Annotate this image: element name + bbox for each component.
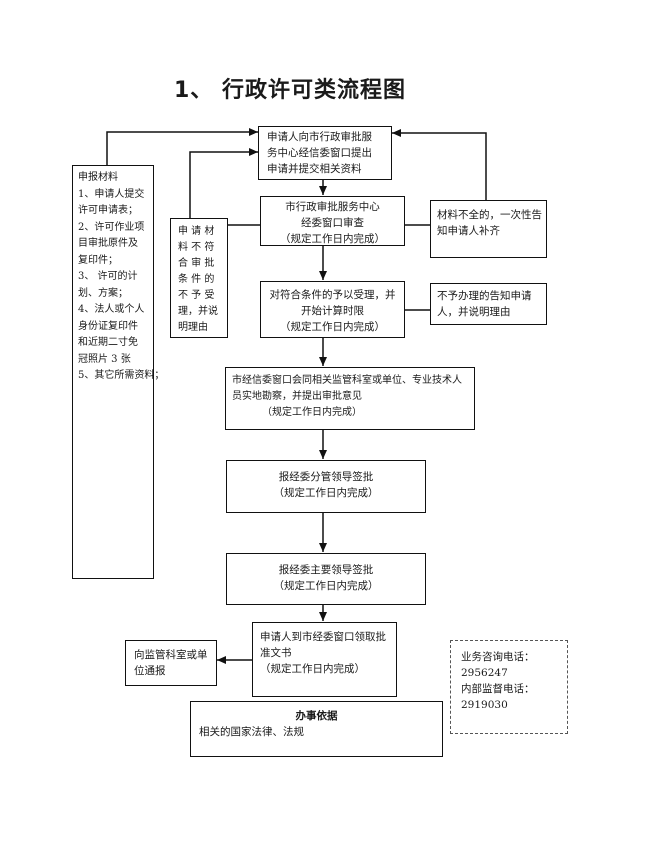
review-line: （规定工作日内完成） [280,233,385,245]
contact-line: 内部监督电话： [461,683,535,695]
page-title: 1、 行政许可类流程图 [174,78,406,103]
materials-line: 5、其它所需资料； [78,370,165,381]
basis-text: 相关的国家法律、法规 [199,726,304,738]
materials-line: 和近期二寸免 [78,337,138,348]
arrow-incomplete-to-apply [392,129,487,200]
not-meet-line: 料 不 符 [178,242,215,253]
accept-line: 对符合条件的予以受理，并 [269,289,396,301]
not-handle-line: 不予办理的告知申请 [437,290,532,302]
leader1-line: （规定工作日内完成） [273,487,379,499]
not-meet-line: 理，并说 [178,306,218,317]
leader2-line: （规定工作日内完成） [273,580,379,592]
leader2-box: 报经委主要领导签批 （规定工作日内完成） [226,553,426,605]
not-meet-line: 条 件 的 [178,274,215,285]
not-meet-box: 申 请 材 料 不 符 合 审 批 条 件 的 不 予 受 理，并说 明理由 [170,218,228,338]
not-meet-line: 合 审 批 [178,258,215,269]
materials-line: 4、法人或个人 [78,304,145,315]
apply-line: 申请人向市行政审批服 [267,131,372,143]
receive-line: 申请人到市经委窗口领取批 [260,631,386,643]
notify-box: 向监管科室或单 位通报 [125,640,217,686]
materials-line: 划、方案； [78,287,128,299]
apply-line: 务中心经信委窗口提出 [267,147,372,159]
not-handle-box: 不予办理的告知申请 人，并说明理由 [430,283,547,325]
materials-line: 目审批原件及 [78,238,138,249]
materials-line: 1、申请人提交 [78,188,145,200]
not-meet-line: 申 请 材 [178,226,215,237]
incomplete-line: 知申请人补齐 [437,225,500,237]
materials-line: 许可申请表； [78,205,138,216]
basis-heading: 办事依据 [295,710,338,722]
leader2-line: 报经委主要领导签批 [278,564,374,576]
arrow-materials-to-apply [106,128,258,165]
materials-box: 申报材料 1、申请人提交 许可申请表； 2、许可作业项 目审批原件及 复印件； … [72,165,165,579]
materials-line: 申报材料 [78,172,118,183]
contact-phone: 2919030 [461,699,508,711]
incomplete-box: 材料不全的，一次性告 知申请人补齐 [430,200,547,258]
materials-line: 冠照片 3 张 [78,353,131,365]
not-handle-line: 人，并说明理由 [437,306,511,318]
not-meet-line: 不 予 受 [178,290,215,301]
apply-box: 申请人向市行政审批服 务中心经信委窗口提出 申请并提交相关资料 [258,126,392,180]
inspect-box: 市经信委窗口会同相关监管科室或单位、专业技术人 员实地勘察，并提出审批意见 （规… [225,367,475,430]
basis-box: 办事依据 相关的国家法律、法规 [190,701,443,757]
inspect-line: 市经信委窗口会同相关监管科室或单位、专业技术人 [232,375,462,386]
apply-line: 申请并提交相关资料 [267,163,362,175]
review-line: 市行政审批服务中心 [285,201,380,213]
inspect-line: 员实地勘察，并提出审批意见 [232,391,362,402]
leader1-box: 报经委分管领导签批 （规定工作日内完成） [226,460,426,513]
leader1-line: 报经委分管领导签批 [278,471,374,483]
inspect-line: （规定工作日内完成） [262,407,362,418]
incomplete-line: 材料不全的，一次性告 [437,209,542,221]
not-meet-line: 明理由 [178,322,208,333]
accept-box: 对符合条件的予以受理，并 开始计算时限 （规定工作日内完成） [260,281,405,338]
receive-line: 准文书 [260,647,292,659]
accept-line: 开始计算时限 [301,305,364,317]
accept-line: （规定工作日内完成） [280,321,385,333]
notify-line: 位通报 [134,665,166,677]
notify-line: 向监管科室或单 [134,649,208,661]
contact-phone: 2956247 [461,667,508,679]
review-box: 市行政审批服务中心 经委窗口审查 （规定工作日内完成） [260,196,405,246]
materials-line: 2、许可作业项 [78,221,145,233]
receive-line: （规定工作日内完成） [260,663,365,675]
review-line: 经委窗口审查 [301,217,364,229]
arrow-not-meet-to-apply [189,148,258,218]
contact-line: 业务咨询电话： [461,651,535,663]
materials-line: 3、 许可的计 [78,271,138,282]
receive-box: 申请人到市经委窗口领取批 准文书 （规定工作日内完成） [252,622,397,697]
materials-line: 复印件； [78,254,118,266]
materials-line: 身份证复印件 [78,320,138,332]
contact-box: 业务咨询电话： 2956247 内部监督电话： 2919030 [450,640,568,734]
